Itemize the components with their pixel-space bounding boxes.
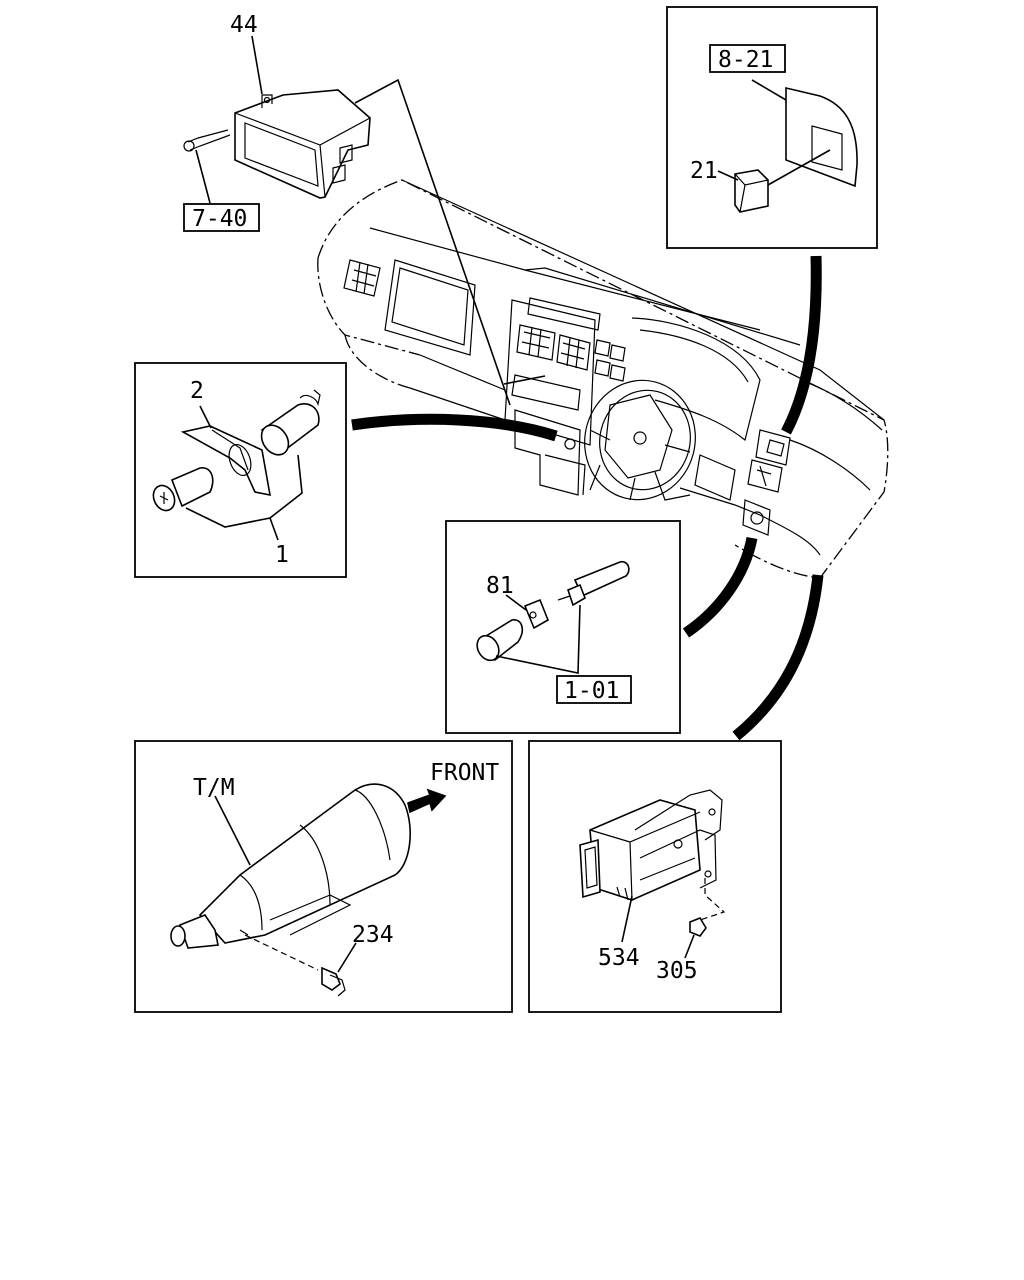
connector-unit <box>732 574 824 741</box>
lighter-assembly <box>152 389 321 541</box>
ref-box-cover <box>709 44 786 73</box>
detail-box-cover <box>666 6 878 249</box>
pocket-assembly <box>183 35 371 204</box>
detail-box-control-unit <box>528 740 782 1013</box>
label-control-unit: 534 <box>598 945 640 971</box>
label-lighter-assembly: 1 <box>275 542 289 568</box>
ref-box-pocket <box>183 203 260 232</box>
label-nut: 305 <box>656 958 698 984</box>
label-switch-clip: 81 <box>486 573 514 599</box>
label-pocket-part: 44 <box>230 12 258 38</box>
label-transmission: T/M <box>193 775 235 801</box>
cover-assembly <box>717 79 858 213</box>
control-unit-assembly <box>579 789 726 959</box>
label-pocket-ref: 7-40 <box>192 206 247 232</box>
connector-switch <box>682 536 758 638</box>
transmission-assembly <box>170 783 447 997</box>
detail-box-switch <box>445 520 681 734</box>
detail-box-lighter <box>134 362 347 578</box>
connector-cover <box>781 255 822 435</box>
connector-lighter <box>351 413 558 442</box>
label-tm-sensor: 234 <box>352 922 394 948</box>
dashboard-illustration <box>317 179 889 579</box>
label-front: FRONT <box>430 760 499 786</box>
ref-box-switch <box>556 675 632 704</box>
leader-pocket <box>354 78 511 406</box>
label-cover-cap: 21 <box>690 158 718 184</box>
switch-assembly <box>476 560 630 674</box>
detail-box-transmission <box>134 740 513 1013</box>
label-cover-ref: 8-21 <box>718 47 773 73</box>
label-switch-ref: 1-01 <box>564 678 619 704</box>
label-lighter-housing: 2 <box>190 378 204 404</box>
